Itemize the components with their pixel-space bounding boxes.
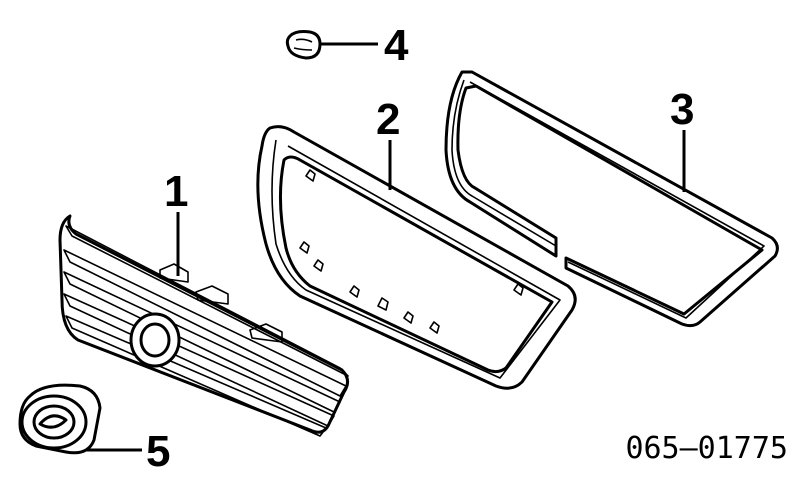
- part-1-grille: [58, 214, 349, 437]
- callout-1: 1: [164, 167, 188, 216]
- callout-5: 5: [146, 427, 170, 476]
- callout-3: 3: [670, 85, 694, 134]
- callout-4: 4: [384, 21, 409, 70]
- part-4-clip: [285, 30, 322, 60]
- callout-2: 2: [376, 95, 400, 144]
- part-2-frame: [256, 125, 577, 390]
- diagram-code: 065–01775: [625, 431, 788, 466]
- part-3-molding: [444, 70, 779, 328]
- part-5-emblem: [18, 383, 102, 455]
